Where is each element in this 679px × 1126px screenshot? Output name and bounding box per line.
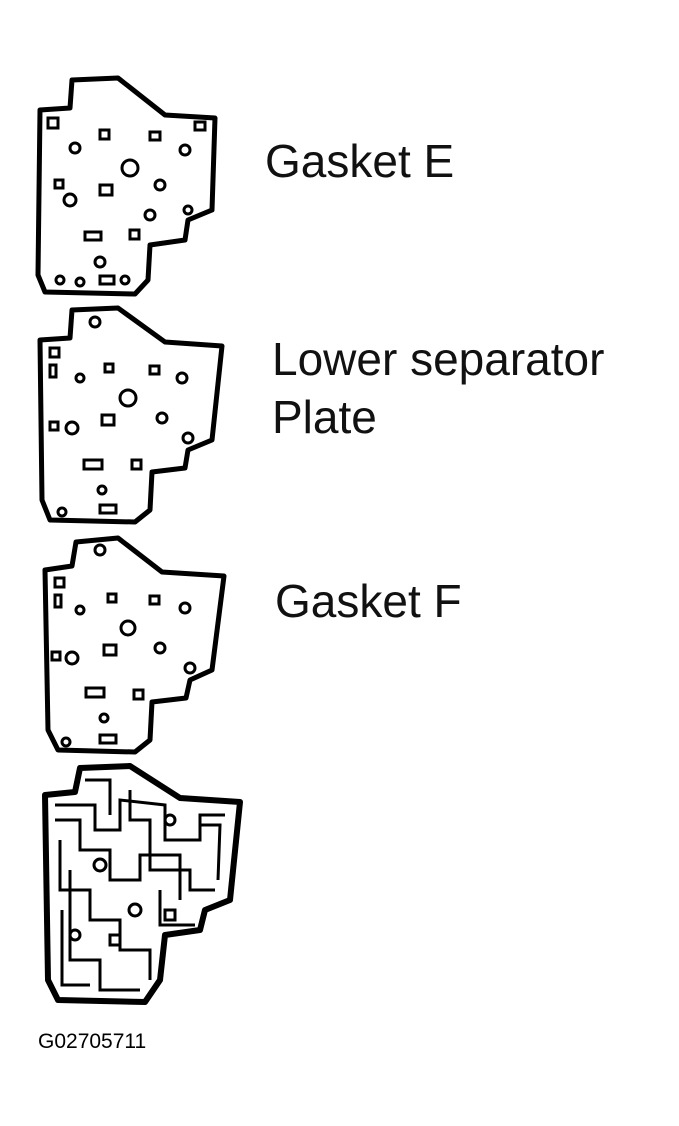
valve-body-drawing xyxy=(0,760,260,1010)
valve-body-outline xyxy=(42,763,243,1005)
lower-separator-plate-label-line-2: Plate xyxy=(272,391,377,443)
figure-id: G02705711 xyxy=(38,1030,147,1053)
gasket-e-outline xyxy=(35,75,218,297)
gasket-e-drawing xyxy=(0,70,240,300)
gasket-f-drawing xyxy=(0,530,240,760)
gasket-e-label-line: Gasket E xyxy=(265,135,455,187)
lower-separator-plate-drawing xyxy=(0,300,240,530)
gasket-f-outline xyxy=(42,535,227,755)
gasket-f-label: Gasket F xyxy=(275,572,462,630)
lower-separator-plate-label-line-1: Lower separator xyxy=(272,333,605,385)
lower-separator-plate-label: Lower separator Plate xyxy=(272,330,604,446)
gasket-e-label: Gasket E xyxy=(265,132,454,190)
lower-separator-plate-outline xyxy=(37,305,225,525)
gasket-f-label-line: Gasket F xyxy=(275,575,462,627)
